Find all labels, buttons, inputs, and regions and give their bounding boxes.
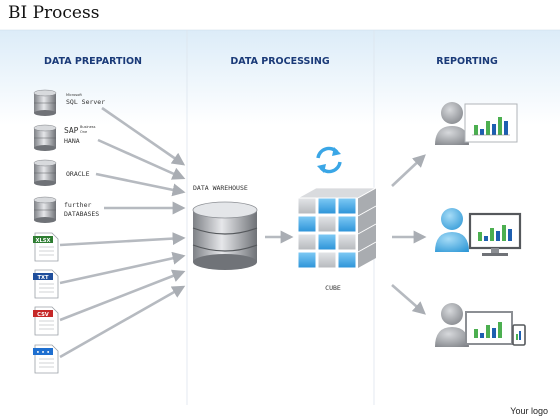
hana-label: HANA — [64, 137, 80, 145]
sap-side-label-1: Business — [80, 125, 96, 129]
cube-label: CUBE — [325, 284, 341, 292]
sap-side-label-2: One — [80, 130, 87, 134]
source-sql-server: Microsoft SQL Server — [33, 89, 105, 116]
arrow-txt — [59, 251, 186, 285]
sql-label: SQL Server — [66, 98, 105, 106]
refresh-icon — [316, 146, 342, 174]
file-txt: TXT — [33, 269, 59, 299]
output-arrows — [391, 154, 427, 315]
header-data-processing: DATA PROCESSING — [230, 56, 329, 67]
source-further-databases: further DATABASES — [33, 196, 99, 223]
data-warehouse-database-icon — [192, 201, 258, 270]
file-other: • • • — [33, 344, 59, 374]
databases-label: DATABASES — [64, 210, 99, 218]
file-xlsx: XLSX — [33, 232, 59, 262]
reporting-user-report — [435, 102, 518, 145]
monitor-icon — [465, 311, 513, 345]
file-csv: CSV — [33, 306, 59, 336]
data-warehouse-label: DATA WAREHOUSE — [193, 184, 248, 192]
file-type-label: XLSX — [35, 238, 50, 244]
header-data-preparation: DATA PREPARTION — [44, 56, 142, 67]
source-oracle: ORACLE — [33, 159, 90, 186]
file-type-label: • • • — [36, 350, 50, 356]
arrow-to-report — [391, 154, 426, 187]
sql-vendor-label: Microsoft — [66, 93, 83, 97]
file-type-badge — [33, 348, 53, 355]
arrow-oracle — [95, 172, 186, 197]
file-type-badge — [33, 236, 53, 243]
arrow-csv — [59, 269, 186, 322]
reporting-user-tablet — [435, 303, 526, 347]
arrow-sql — [101, 106, 186, 166]
source-arrows — [59, 106, 186, 359]
user-icon — [435, 303, 469, 347]
file-type-label: CSV — [37, 312, 49, 318]
arrow-other — [59, 285, 186, 359]
oracle-label: ORACLE — [66, 170, 90, 178]
sap-label: SAP — [64, 126, 79, 135]
reporting-user-monitor — [435, 208, 522, 256]
source-sap-hana: SAP Business One HANA — [33, 124, 96, 151]
database-icon — [33, 159, 57, 186]
user-icon — [435, 208, 469, 252]
file-type-badge — [33, 310, 53, 317]
user-icon — [435, 102, 469, 145]
arrow-xlsx — [59, 232, 186, 247]
header-reporting: REPORTING — [436, 56, 498, 67]
database-icon — [33, 89, 57, 116]
olap-cube-icon — [296, 187, 378, 269]
further-label: further — [64, 201, 91, 209]
monitor-icon — [468, 212, 522, 256]
arrow-to-tablet — [391, 284, 426, 315]
slide-title: BI Process — [8, 3, 100, 23]
file-type-badge — [33, 273, 53, 280]
logo-text: Your logo — [510, 406, 548, 416]
arrow-sap — [97, 138, 186, 180]
database-icon — [33, 196, 57, 223]
file-type-label: TXT — [37, 275, 49, 281]
bar-chart-report-icon — [464, 103, 518, 143]
tablet-icon — [512, 324, 526, 346]
database-icon — [33, 124, 57, 151]
